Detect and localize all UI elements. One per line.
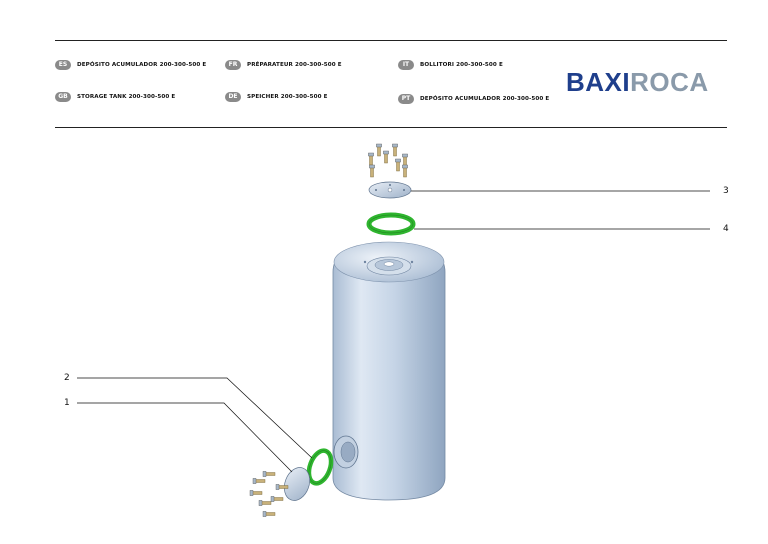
- side-gasket: [306, 448, 334, 486]
- lang-badge-es: ES: [55, 60, 71, 70]
- lang-badge-it: IT: [398, 60, 414, 70]
- baxiroca-logo: BAXIROCA: [566, 67, 709, 97]
- top-cover-plate: [368, 181, 412, 199]
- side-cover-plate: [283, 467, 311, 501]
- leader-1: [77, 402, 293, 473]
- lang-fr: FR PRÉPARATEUR 200-300-500 E: [225, 60, 342, 70]
- logo-roca: ROCA: [630, 67, 709, 97]
- lang-badge-de: DE: [225, 92, 241, 102]
- lang-text-es: DEPÓSITO ACUMULADOR 200-300-500 E: [77, 62, 207, 68]
- leader-2: [77, 377, 313, 459]
- storage-tank: [332, 241, 446, 501]
- top-gasket: [366, 212, 416, 236]
- callout-4: 4: [723, 224, 729, 234]
- lang-badge-fr: FR: [225, 60, 241, 70]
- top-rule: [55, 40, 727, 41]
- lang-text-gb: STORAGE TANK 200-300-500 E: [77, 94, 176, 100]
- side-bolts: [249, 471, 289, 517]
- leader-lines: [77, 190, 710, 473]
- lang-badge-gb: GB: [55, 92, 71, 102]
- lang-de: DE SPEICHER 200-300-500 E: [225, 92, 328, 102]
- callout-3: 3: [723, 186, 729, 196]
- logo-baxi: BAXI: [566, 67, 631, 97]
- lang-it: IT BOLLITORI 200-300-500 E: [398, 60, 503, 70]
- lang-text-it: BOLLITORI 200-300-500 E: [420, 62, 503, 68]
- lang-text-pt: DEPÓSITO ACUMULADOR 200-300-500 E: [420, 96, 550, 102]
- lang-pt: PT DEPÓSITO ACUMULADOR 200-300-500 E: [398, 94, 549, 104]
- lang-text-de: SPEICHER 200-300-500 E: [247, 94, 328, 100]
- callout-2: 2: [64, 373, 70, 383]
- lang-badge-pt: PT: [398, 94, 414, 104]
- lang-text-fr: PRÉPARATEUR 200-300-500 E: [247, 62, 342, 68]
- lang-es: ES DEPÓSITO ACUMULADOR 200-300-500 E: [55, 60, 206, 70]
- bottom-rule: [55, 127, 727, 128]
- top-bolts: [368, 143, 408, 178]
- lang-gb: GB STORAGE TANK 200-300-500 E: [55, 92, 175, 102]
- callout-1: 1: [64, 398, 70, 408]
